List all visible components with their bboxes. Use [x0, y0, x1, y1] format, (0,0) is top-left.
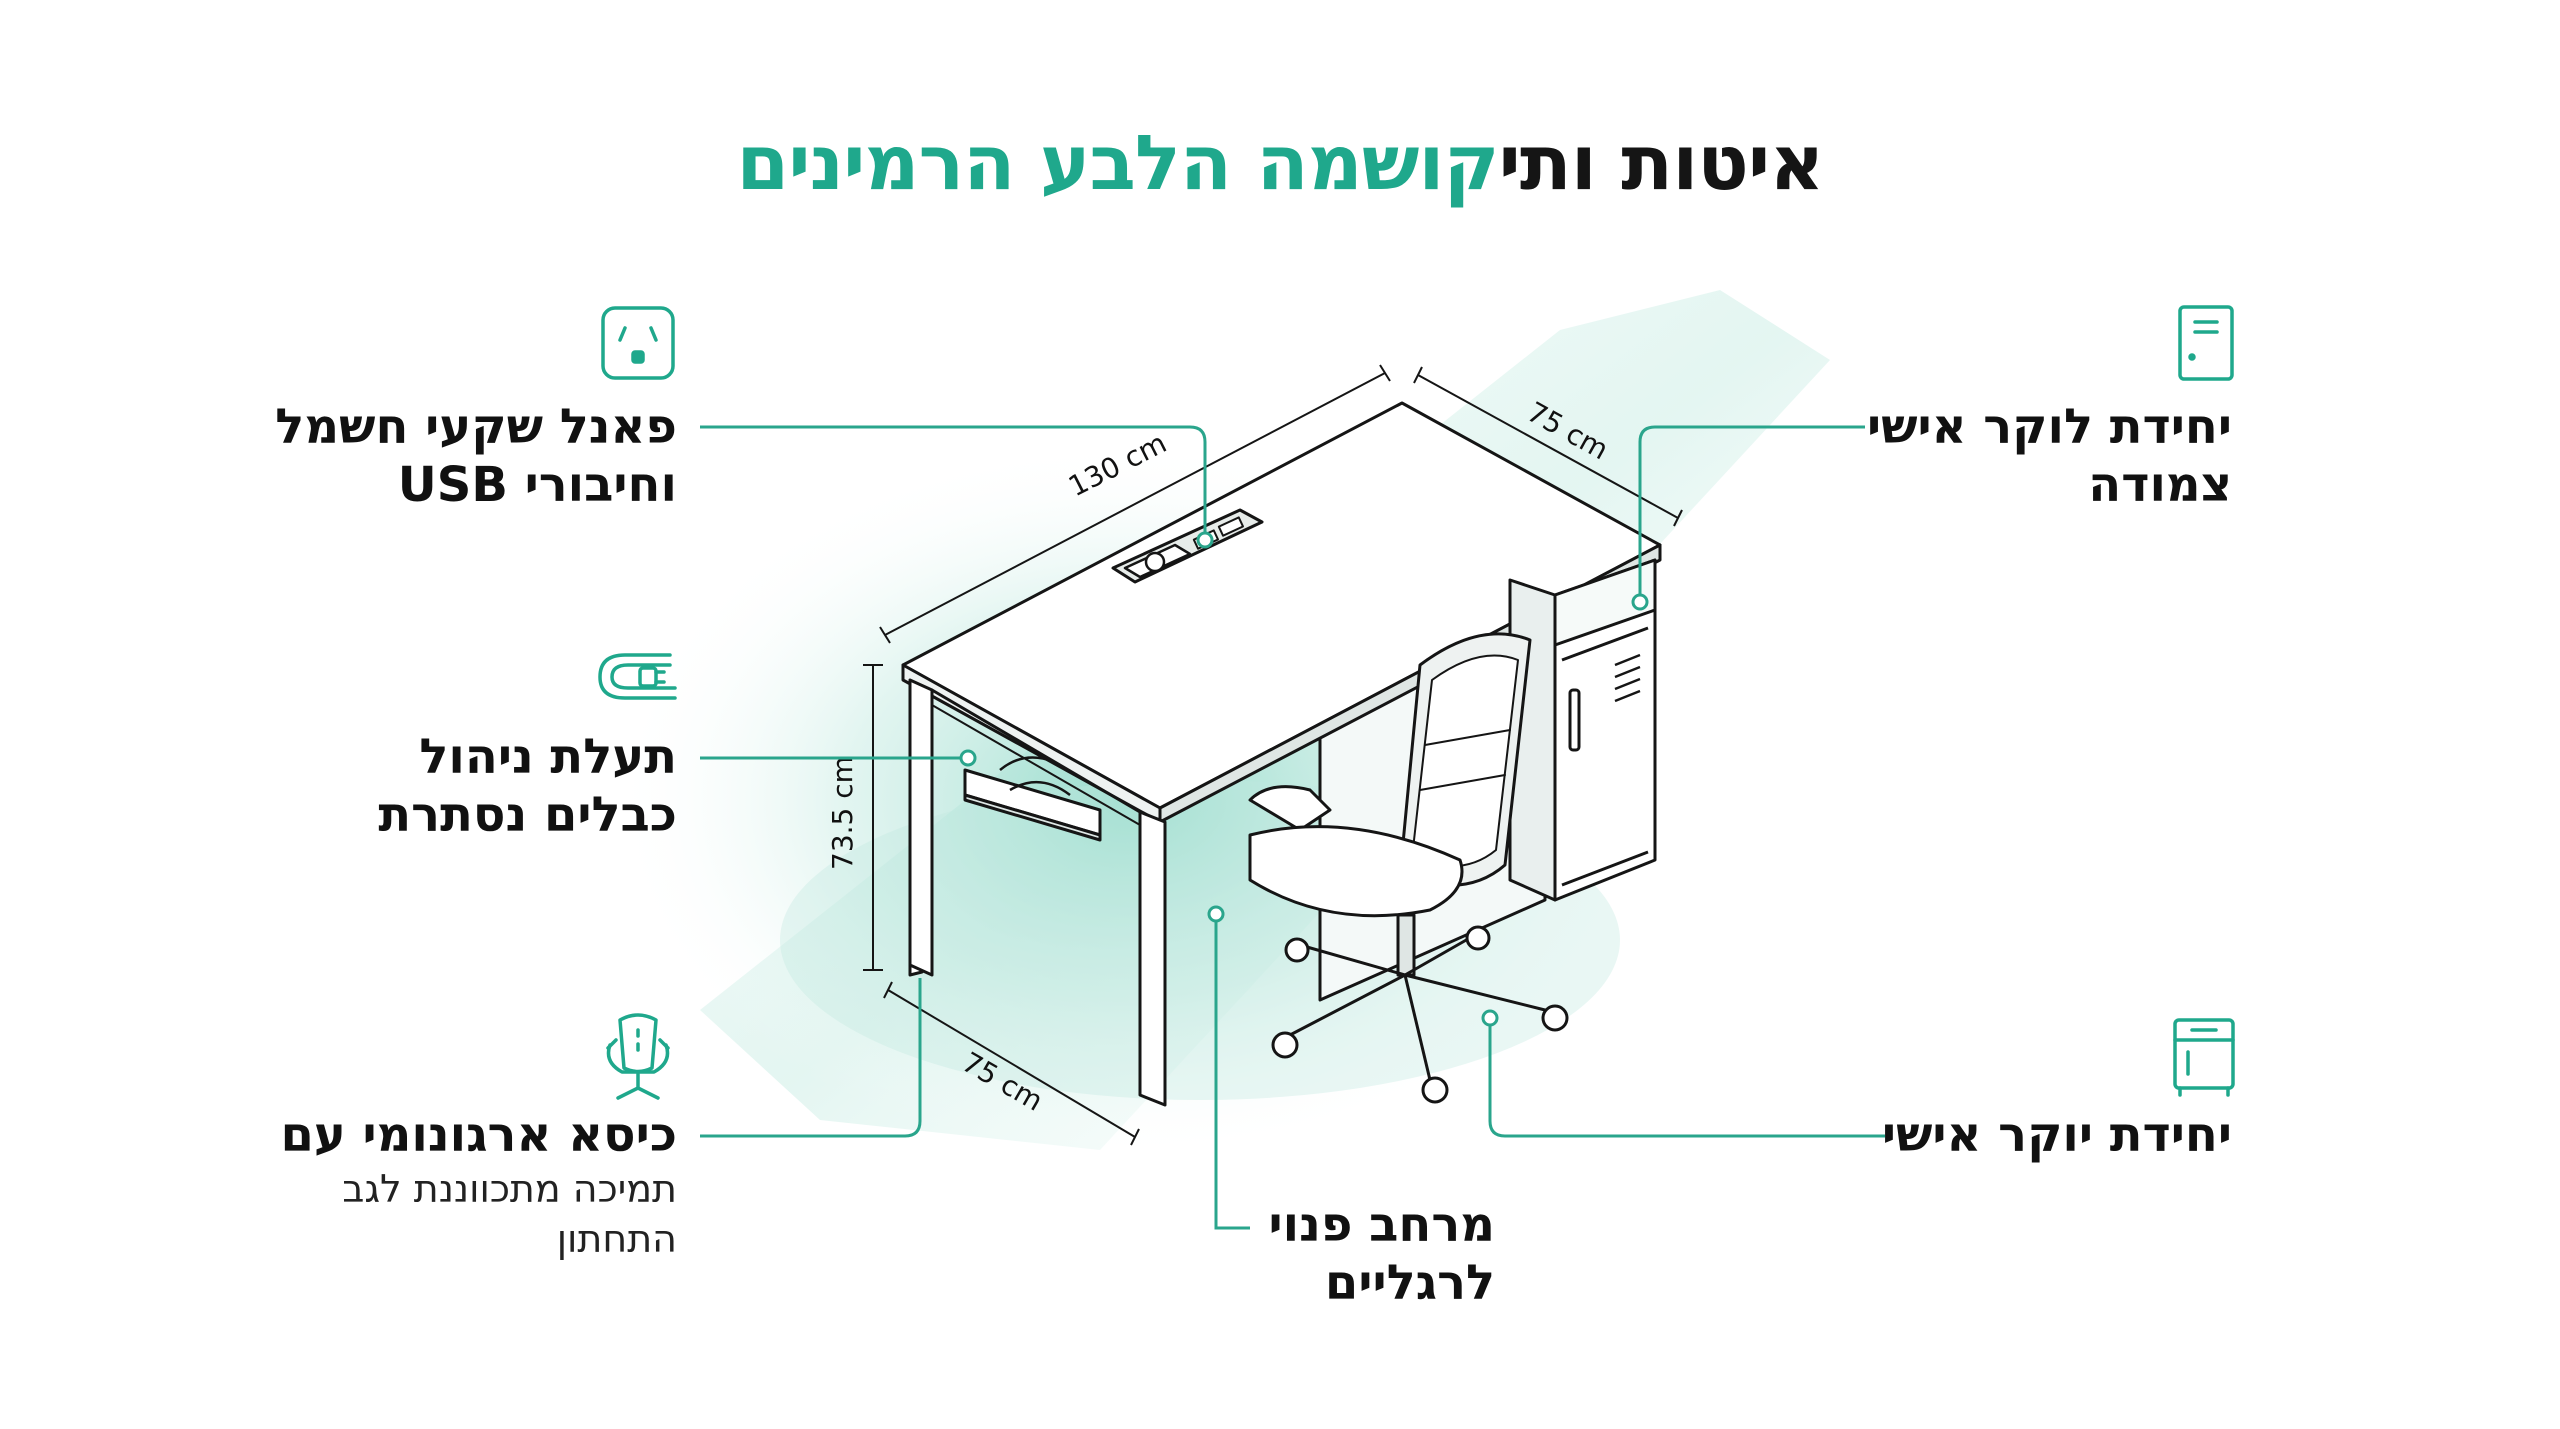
desk-front-leg-left: [908, 678, 934, 977]
label-legroom: מרחב פנוי לרגליים: [1268, 1196, 1495, 1312]
label-locker-column: יחידת לוקר אישי צמודה: [1867, 398, 2232, 514]
label-power-panel-line2: וחיבורי USB: [397, 457, 677, 513]
title-accent-part: קושמה הלבע הרמינים: [736, 118, 1499, 207]
callout-dots: [959, 531, 1649, 1027]
label-chair-line1: כיסא ארגונומי עם: [280, 1107, 677, 1163]
label-locker-column-line1: יחידת לוקר אישי: [1866, 399, 2232, 455]
locker-cabinet: [1508, 558, 1657, 902]
desk-power-panel: [1111, 508, 1264, 584]
label-personal-locker-line1: יחידת יוקר אישי: [1881, 1107, 2232, 1163]
label-chair-sub1: תמיכה מתכווננת לגב: [342, 1167, 677, 1211]
label-chair-sub2: התחתון: [556, 1217, 677, 1261]
callout-legroom: [1214, 914, 1250, 1230]
label-legroom-line2: לרגליים: [1324, 1255, 1495, 1311]
callout-power-panel: [700, 425, 1207, 538]
office-chair-icon: [606, 1013, 670, 1100]
callout-lines: [700, 425, 1885, 1230]
label-ergonomic-chair: כיסא ארגונומי עם תמיכה מתכווננת לגב התחת…: [280, 1106, 677, 1264]
label-cable-tray-line1: תעלת ניהול: [419, 729, 677, 785]
desk-front-leg-right: [1138, 810, 1167, 1107]
label-locker-column-line2: צמודה: [2088, 457, 2232, 513]
label-cable-tray-line2: כבלים נסתרת: [378, 787, 677, 843]
label-legroom-line1: מרחב פנוי: [1268, 1197, 1495, 1253]
power-outlet-icon: [601, 306, 675, 380]
label-power-panel: פאנל שקעי חשמל וחיבורי USB: [275, 398, 677, 514]
dimension-lines: [863, 364, 1683, 1146]
callout-locker-column: [1638, 425, 1865, 600]
drawer-cabinet-icon: [2173, 1018, 2235, 1097]
label-personal-locker: יחידת יוקר אישי: [1882, 1106, 2232, 1164]
cable-plug-icon: [598, 653, 677, 700]
office-chair: [1248, 632, 1569, 1104]
label-cable-tray: תעלת ניהול כבלים נסתרת: [378, 728, 677, 844]
locker-cabinet-icon: [2178, 305, 2234, 381]
callout-chair: [700, 978, 922, 1138]
callout-personal-locker: [1488, 1018, 1885, 1138]
title-dark-part: איטות ותי: [1498, 118, 1824, 207]
cable-tray: [963, 756, 1102, 842]
page-title: איטות ותיקושמה הלבע הרמינים: [0, 118, 2560, 207]
label-power-panel-line1: פאנל שקעי חשמל: [275, 399, 677, 455]
dimension-height: 73.5 cm: [826, 756, 859, 870]
